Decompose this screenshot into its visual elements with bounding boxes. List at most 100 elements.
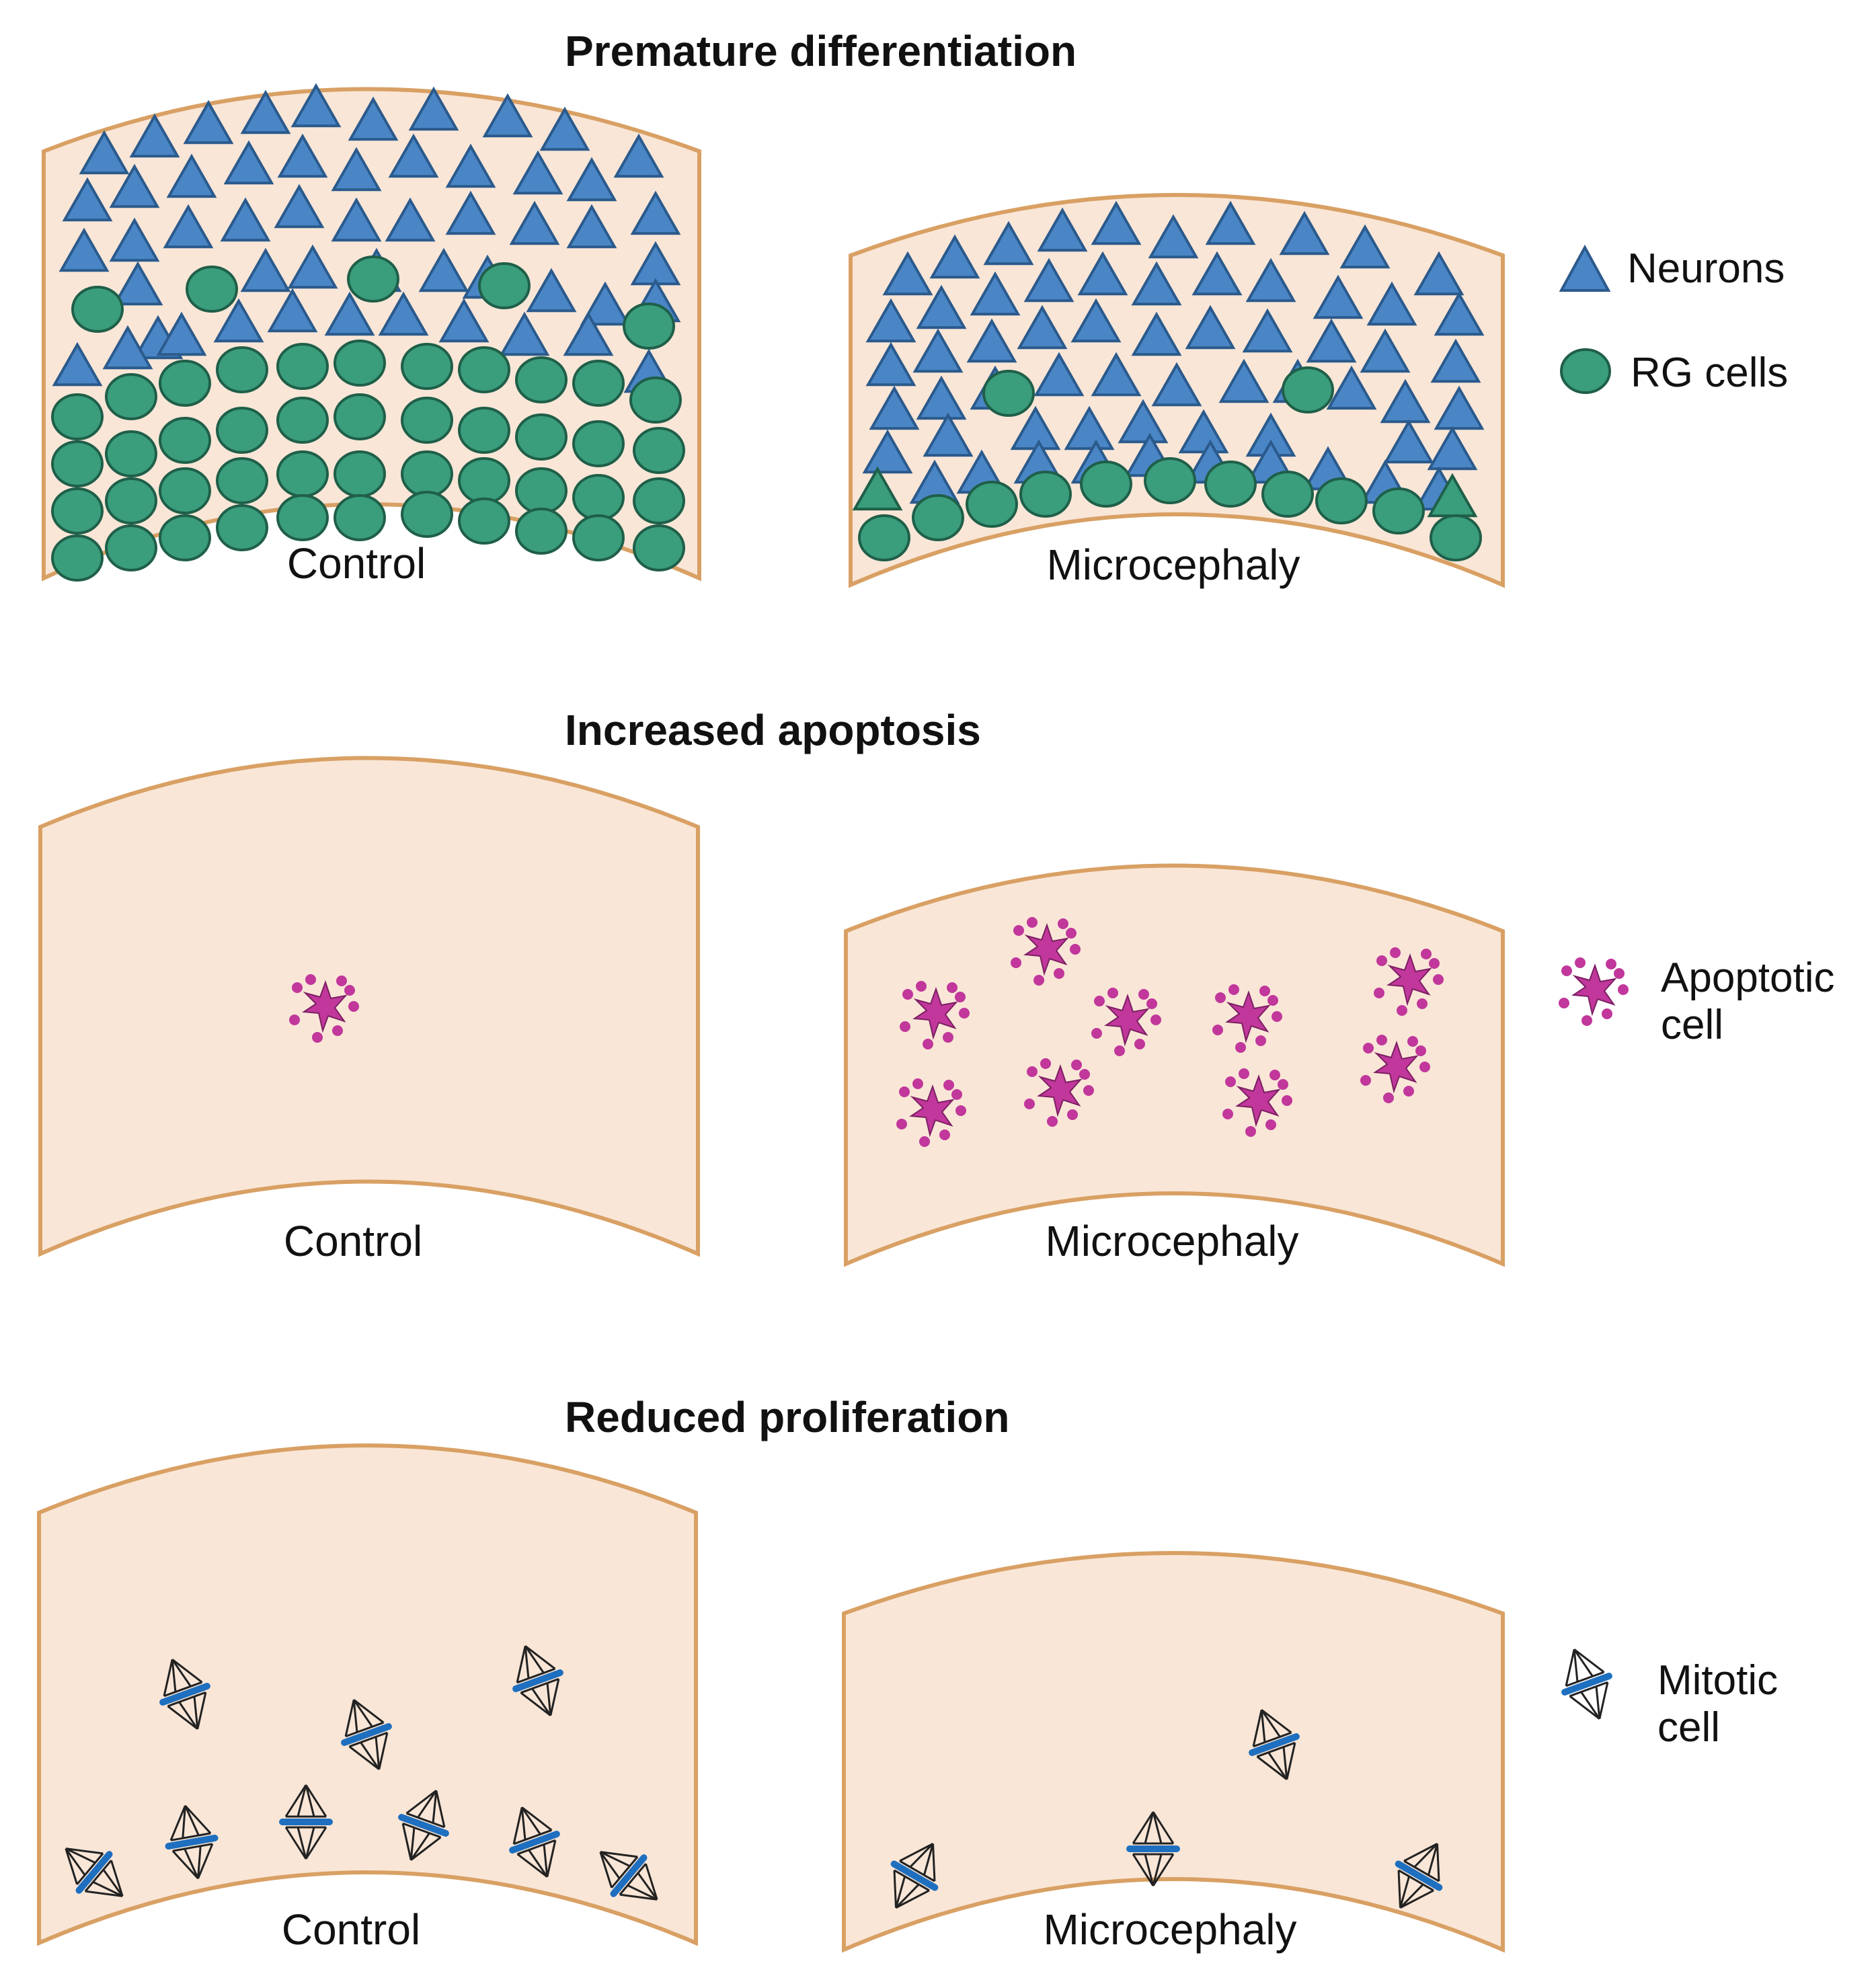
rg-cell: [51, 487, 104, 534]
rg-cell: [276, 450, 329, 498]
rg-cell: [1282, 366, 1334, 413]
rg-cell: [629, 376, 682, 424]
apoptotic-cell: [1091, 988, 1161, 1056]
neuron-cell: [630, 190, 681, 235]
section-increased-apoptosis: Increased apoptosis Control Microcephaly…: [38, 706, 1835, 1267]
mitotic-cell: [512, 1645, 563, 1716]
neuron-cell: [1313, 274, 1364, 319]
rg-cell: [572, 360, 625, 407]
neuron-cell: [1091, 352, 1142, 397]
neuron-cell: [240, 89, 291, 134]
rg-cell: [633, 427, 685, 474]
neuron-cell: [613, 133, 664, 178]
mitotic-cell: [341, 1699, 392, 1770]
neuron-cell: [1148, 214, 1199, 259]
neuron-cell: [220, 197, 271, 242]
rg-cell: [276, 494, 329, 541]
rg-cell: [966, 481, 1018, 528]
section-title: Premature differentiation: [565, 27, 1077, 75]
neuron-cell: [102, 325, 153, 370]
apoptotic-cell: [900, 981, 970, 1049]
mitotic-cell: [1395, 1843, 1443, 1909]
rg-cell: [159, 360, 211, 407]
neuron-cell: [1017, 305, 1068, 350]
neuron-cell: [1306, 318, 1357, 363]
neuron-cell: [1339, 224, 1391, 269]
legend-rg-cells-label: RG cells: [1631, 350, 1788, 396]
neuron-cell: [418, 247, 469, 292]
neuron-cell: [166, 153, 217, 198]
rg-cell: [51, 534, 104, 582]
rg-cell: [216, 346, 268, 393]
rg-cell: [478, 262, 531, 309]
mitotic-cell: [1126, 1811, 1180, 1886]
rg-cell: [1019, 471, 1072, 518]
neuron-cell: [882, 251, 933, 296]
neuron-cell: [1118, 399, 1169, 444]
legend-neurons-label: Neurons: [1627, 245, 1785, 292]
neuron-cell: [274, 184, 325, 229]
neuron-cell: [499, 311, 550, 356]
rg-cell: [401, 397, 453, 444]
neuron-cell: [331, 147, 382, 192]
apoptotic-cell: [896, 1078, 966, 1147]
rg-cell: [276, 397, 329, 444]
neuron-cell: [1191, 251, 1243, 296]
legend: Apoptotic cell: [1559, 955, 1835, 1048]
neuron-cell: [1077, 251, 1128, 296]
neuron-cell: [923, 412, 974, 457]
mitotic-cell: [599, 1851, 658, 1901]
neuron-cell: [1218, 358, 1269, 403]
neuron-cell: [223, 140, 274, 185]
rg-cell: [347, 255, 399, 303]
neuron-cell: [912, 328, 964, 373]
neuron-cell: [1064, 405, 1115, 450]
neuron-cell: [852, 466, 903, 511]
mitotic-cell: [165, 1804, 219, 1880]
rg-cell: [1315, 477, 1368, 524]
rg-cell: [623, 303, 675, 350]
neuron-cell: [916, 284, 967, 329]
neuron-cell: [983, 221, 1034, 266]
apoptotic-cell-icon: [1559, 957, 1629, 1026]
tissue-microcephaly: [842, 1551, 1505, 1953]
neuron-cell: [287, 244, 338, 289]
rg-cell: [159, 467, 211, 514]
tissue-control: [38, 756, 700, 1257]
neuron-cell: [240, 247, 291, 292]
rg-cell: [515, 508, 568, 555]
neuron-cell: [580, 281, 631, 326]
rg-cell: [515, 467, 568, 514]
apoptotic-cell: [1559, 957, 1629, 1026]
mitotic-cell: [1561, 1648, 1612, 1720]
rg-cell: [633, 477, 685, 524]
rg-cell: [1204, 461, 1257, 508]
neuron-cell: [348, 96, 399, 141]
rg-cell: [276, 343, 329, 390]
neuron-cell: [1279, 210, 1330, 255]
neuron-cell: [331, 197, 382, 242]
neuron-cell: [62, 177, 113, 222]
rg-cell: [401, 343, 453, 390]
rg-cell: [1144, 457, 1196, 504]
rg-cell: [51, 393, 104, 440]
legend-mitotic-label-line2: cell: [1657, 1704, 1720, 1751]
rg-cell: [572, 514, 625, 561]
rg-cell: [633, 524, 685, 571]
neuron-cell: [1434, 291, 1485, 336]
neuron-cell: [1131, 311, 1182, 356]
neuron-cell: [408, 86, 459, 131]
rg-cell: [401, 491, 453, 538]
rg-cell: [515, 413, 568, 461]
neuron-cell: [1360, 328, 1411, 373]
neuron-cell: [445, 143, 496, 188]
rg-cell: [105, 477, 157, 524]
neuron-cell: [512, 150, 563, 195]
mitotic-cell-icon: [1561, 1648, 1612, 1720]
neuron-cell: [539, 106, 590, 151]
rg-cell-circle-icon: [1560, 348, 1611, 394]
neuron-cell: [156, 311, 207, 356]
rg-cell: [71, 286, 124, 333]
apoptotic-cell: [1024, 1058, 1094, 1127]
